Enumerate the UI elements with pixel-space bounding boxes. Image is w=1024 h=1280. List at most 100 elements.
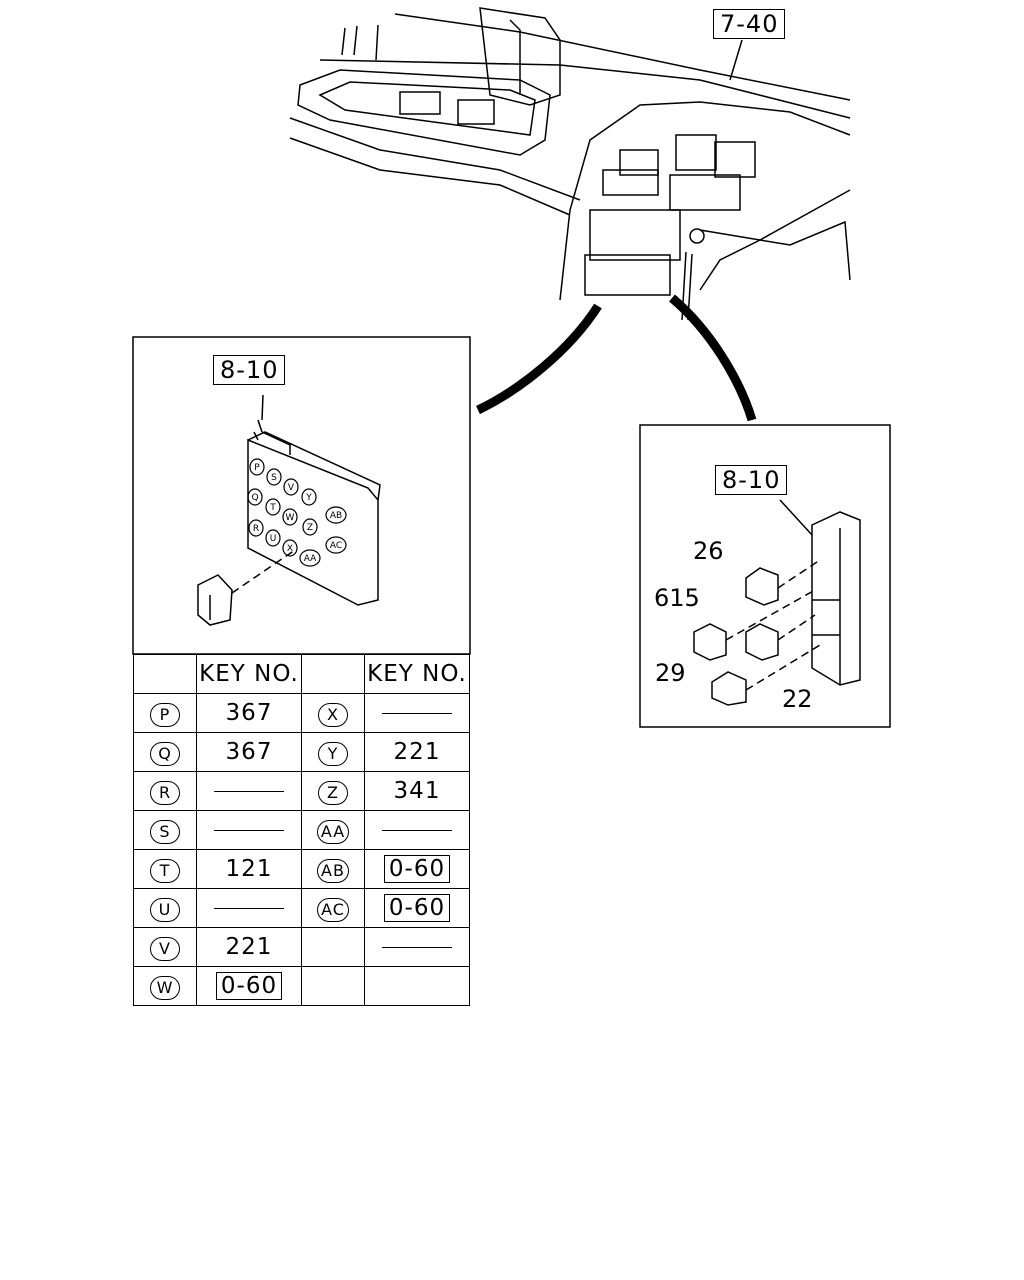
ref-label-left-panel: 8-10: [213, 355, 286, 385]
key-number-cell: 221: [196, 927, 302, 967]
relay-slot-letter: Q: [251, 493, 258, 503]
table-row: V 221: [133, 927, 470, 967]
circled-letter: W: [150, 975, 180, 1000]
relay-slot-letter: P: [254, 463, 260, 473]
key-number-cell: [196, 888, 302, 928]
relay-letter-cell: S: [133, 810, 197, 850]
left-panel-frame: [132, 336, 471, 655]
circled-letter: AA: [316, 819, 350, 844]
key-number-value: 121: [225, 856, 273, 882]
header-key-no: KEY NO.: [196, 654, 302, 694]
ref-label-top: 7-40: [713, 9, 786, 39]
glovebox-panel: [297, 69, 551, 156]
header-key-no: KEY NO.: [364, 654, 470, 694]
relay-slot-circle: [247, 488, 263, 506]
callout-22: 22: [782, 685, 813, 713]
relay-slot-letter: U: [270, 534, 277, 544]
vent-left: [675, 134, 717, 171]
blank-cell: [301, 927, 365, 967]
relay-slot-letter: X: [287, 544, 293, 554]
relay-slot-letter: Y: [305, 493, 312, 503]
circled-letter: Y: [318, 741, 348, 766]
console-right-edge: [699, 189, 851, 291]
no-part-dash: [214, 908, 284, 909]
table-header-row: KEY NO. KEY NO.: [133, 654, 470, 694]
relay-slot-letter: W: [286, 513, 295, 523]
key-number-cell: [196, 810, 302, 850]
key-number-cell: 367: [196, 732, 302, 772]
circled-letter: S: [150, 819, 180, 844]
circled-letter: T: [150, 858, 180, 883]
relay-letter-cell: W: [133, 966, 197, 1006]
key-number-cell: 221: [364, 732, 470, 772]
relay-slot-letter: AB: [330, 511, 342, 521]
callout-615: 615: [654, 584, 700, 612]
fuse-block: [811, 511, 861, 686]
switch-block-left: [399, 91, 441, 115]
dashboard-front-edge: [289, 117, 581, 201]
vent-right: [714, 141, 756, 178]
key-number-cell: 341: [364, 771, 470, 811]
table-row: S AA: [133, 810, 470, 850]
circled-letter: AB: [317, 858, 349, 883]
relay-slot-letter: R: [253, 524, 259, 534]
relay-slot-letter: AC: [330, 541, 342, 551]
relay-slot-circle: [266, 468, 282, 486]
cowl-cover: [479, 7, 561, 106]
key-number-value: 367: [225, 739, 273, 765]
relay-slot-circle: [283, 478, 299, 496]
blank-cell: [364, 966, 470, 1006]
leader-left: [476, 303, 602, 415]
header-empty-cell: [133, 654, 197, 694]
boxed-ref-value: 0-60: [383, 894, 451, 922]
relay-slot-letter: S: [271, 473, 277, 483]
circled-letter: AC: [317, 897, 349, 922]
relay-slot-letter: T: [269, 503, 276, 513]
relay-letter-cell: AA: [301, 810, 365, 850]
relay-slot-circle: [301, 488, 317, 506]
no-part-dash: [214, 791, 284, 792]
console-knob: [689, 228, 705, 244]
callout-26: 26: [693, 537, 724, 565]
dashboard-lower-edge: [289, 137, 571, 216]
no-part-dash: [382, 947, 452, 948]
relay-letter-cell: T: [133, 849, 197, 889]
key-number-value: 367: [225, 700, 273, 726]
circled-letter: P: [150, 702, 180, 727]
relay-slot-circle: [282, 508, 298, 526]
key-number-cell: [364, 927, 470, 967]
dashboard-upper-edge: [319, 59, 851, 119]
relay-29: [711, 671, 747, 706]
relay-letter-cell: AB: [301, 849, 365, 889]
relay-615: [693, 623, 727, 661]
relay-slot-circle: [248, 519, 264, 537]
key-number-cell: 0-60: [364, 849, 470, 889]
glovebox-inner: [318, 81, 536, 136]
circled-letter: R: [150, 780, 180, 805]
circled-letter: X: [318, 702, 348, 727]
blank-cell: [301, 966, 365, 1006]
key-number-value: 341: [393, 778, 441, 804]
gauge-cluster: [669, 174, 741, 211]
center-console: [559, 101, 851, 301]
circled-letter: V: [150, 936, 180, 961]
relay-slot-letter: Z: [307, 523, 313, 533]
right-panel-frame: [639, 424, 891, 728]
no-part-dash: [382, 830, 452, 831]
key-number-cell: [364, 693, 470, 733]
key-number-cell: 367: [196, 693, 302, 733]
key-number-cell: [196, 771, 302, 811]
no-part-dash: [214, 830, 284, 831]
loose-relay: [197, 574, 233, 626]
table-row: P 367 X: [133, 693, 470, 733]
relay-26: [745, 567, 779, 606]
cowl-cover-edge: [509, 19, 521, 95]
relay-letter-cell: V: [133, 927, 197, 967]
relay-slot-circle: [302, 518, 318, 536]
callout-29: 29: [655, 659, 686, 687]
